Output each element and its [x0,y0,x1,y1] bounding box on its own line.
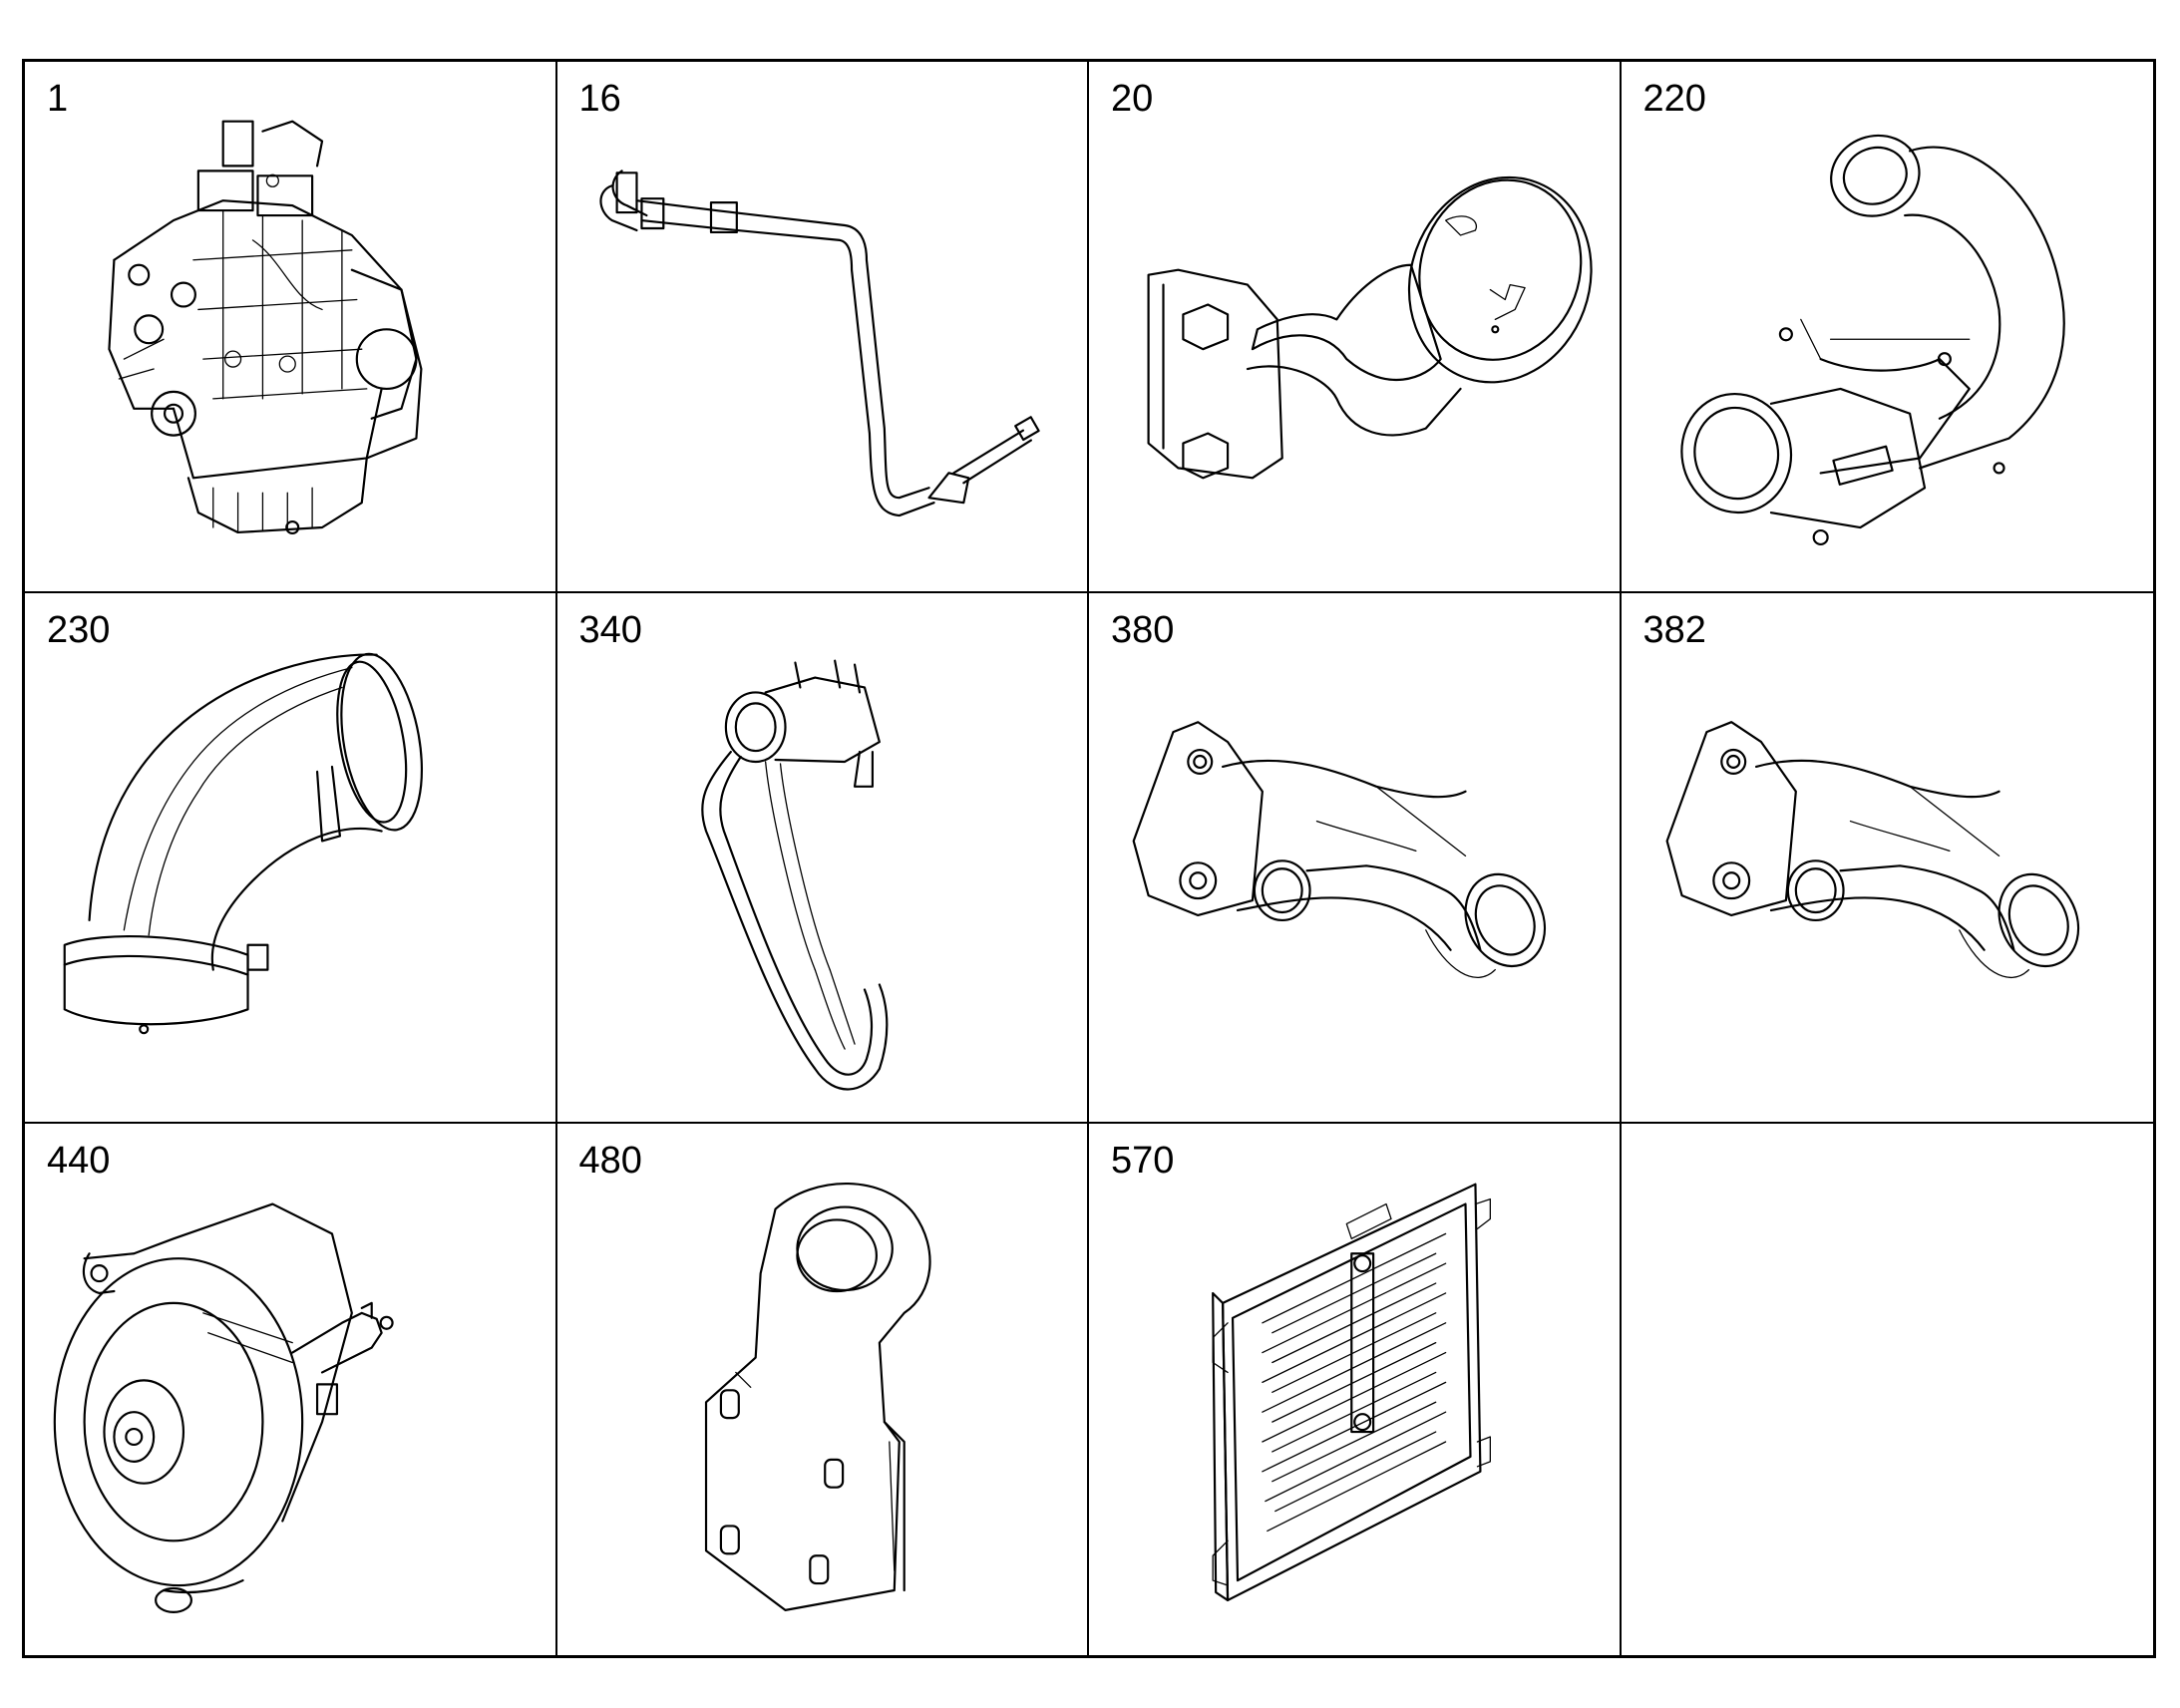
part-number: 382 [1642,608,1706,651]
part-number: 16 [578,78,621,120]
part-cell[interactable]: 220 [1621,62,2153,593]
part-cell[interactable]: 20 [1089,62,1622,593]
part-number: 440 [47,1140,111,1183]
part-cell[interactable]: 570 [1089,1124,1622,1655]
part-cell[interactable]: 382 [1621,593,2153,1125]
part-cell[interactable]: 340 [556,592,1089,1125]
part-number: 380 [1111,608,1175,651]
part-cell[interactable]: 230 [25,592,557,1125]
part-cell[interactable]: 480 [557,1124,1089,1655]
belt-compressor-icon [700,659,888,1091]
intake-elbow-icon [1679,134,2065,546]
part-number: 480 [578,1140,642,1183]
ecu-icon [1212,1183,1491,1602]
hose-pipe-icon [598,170,1040,517]
part-number: 20 [1111,78,1154,120]
part-cell[interactable]: 380 [1089,592,1622,1125]
lifting-eye-icon [704,1183,931,1612]
alternator-icon [53,1202,394,1614]
part-number: 220 [1642,78,1706,120]
coolant-outlet-icon [1132,720,1547,978]
part-cell[interactable]: 1 [25,62,557,593]
part-number: 570 [1111,1140,1175,1183]
part-number: 230 [47,608,111,651]
air-hose-icon [63,652,424,1034]
filler-neck-icon [1147,175,1593,480]
engine-icon [108,120,423,535]
empty-cell [1622,1124,2154,1655]
part-number: 340 [578,608,642,651]
parts-grid: 1 16 [22,59,2156,1658]
part-cell[interactable]: 440 [25,1124,557,1655]
coolant-outlet-icon [1665,720,2079,978]
part-number: 1 [47,78,69,120]
part-cell[interactable]: 16 [556,62,1089,593]
